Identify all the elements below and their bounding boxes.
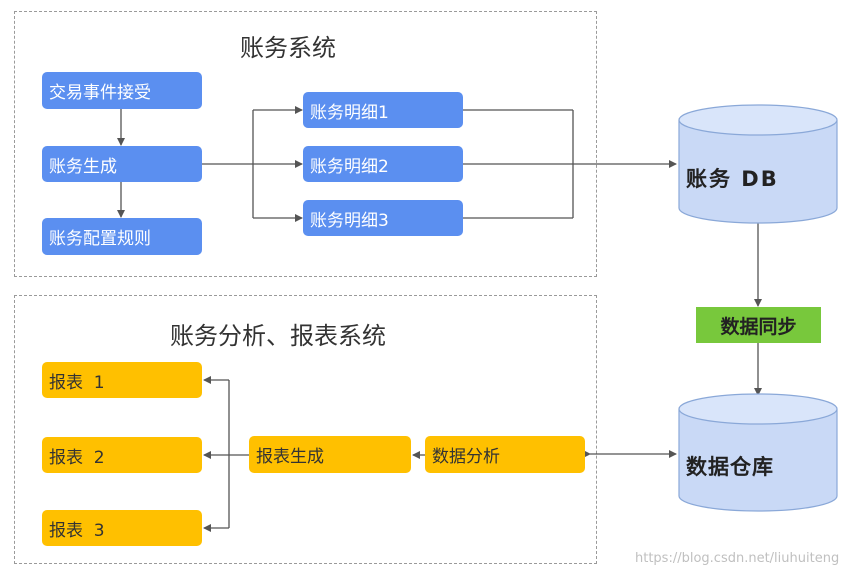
box-report-3: 报表 3 [42,510,202,546]
box-transaction-event-receive: 交易事件接受 [42,72,202,109]
box-report-1: 报表 1 [42,362,202,398]
warehouse-cylinder [678,393,838,512]
accounting-system-title: 账务系统 [240,34,336,62]
analysis-report-group [14,295,597,564]
box-data-analysis: 数据分析 [425,436,585,473]
db-label: 账务 DB [686,167,779,191]
warehouse-label: 数据仓库 [686,455,774,479]
box-report-2: 报表 2 [42,437,202,473]
box-accounting-generate: 账务生成 [42,146,202,182]
box-accounting-detail-3: 账务明细3 [303,200,463,236]
analysis-report-title: 账务分析、报表系统 [170,322,386,350]
box-accounting-detail-1: 账务明细1 [303,92,463,128]
box-accounting-detail-2: 账务明细2 [303,146,463,182]
accounting-system-group [14,11,597,277]
box-accounting-config-rules: 账务配置规则 [42,218,202,255]
data-sync-box: 数据同步 [696,307,821,343]
db-cylinder [678,104,838,224]
box-report-generate: 报表生成 [249,436,411,473]
watermark-url: https://blog.csdn.net/liuhuiteng [635,551,840,566]
